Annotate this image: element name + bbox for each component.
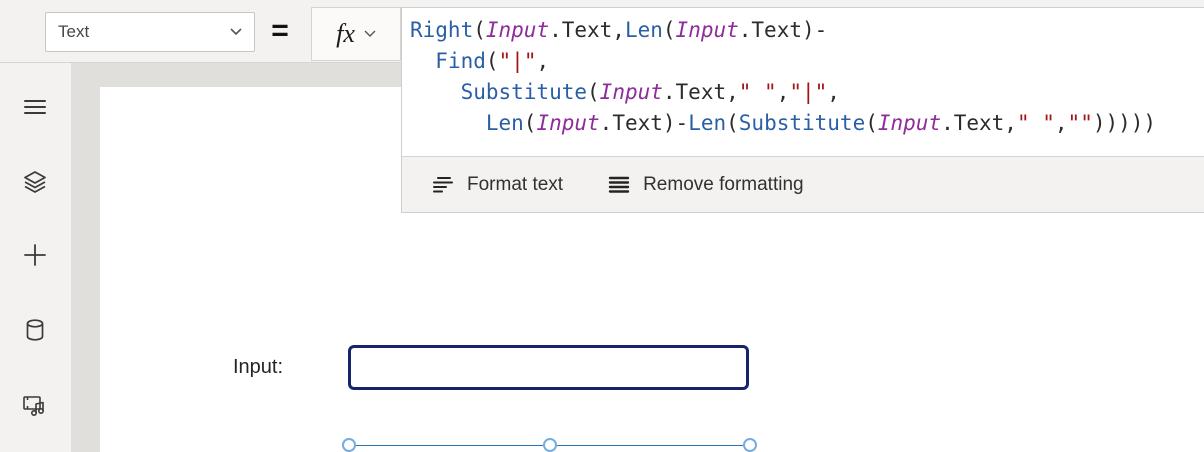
fx-dropdown-button[interactable]: fx [311,7,401,61]
input-caption-label[interactable]: Input: [233,356,284,378]
remove-formatting-icon [608,176,630,193]
menu-icon[interactable] [21,93,49,121]
text-input-control[interactable] [348,345,749,390]
tree-view-icon[interactable] [21,168,49,196]
remove-formatting-button[interactable]: Remove formatting [607,173,804,197]
fx-icon: fx [336,19,355,48]
selected-label-control[interactable] [342,438,757,452]
remove-formatting-label: Remove formatting [643,173,804,195]
chevron-down-icon [230,28,242,36]
format-text-icon [433,176,453,192]
property-selector-value: Text [58,22,90,41]
data-icon[interactable] [21,316,49,344]
formula-bar-panel: Right(Input.Text,Len(Input.Text)- Find("… [401,7,1204,213]
left-navigation-rail [0,63,71,452]
equals-sign: = [271,14,289,47]
resize-handle-top-middle[interactable] [542,438,557,452]
format-text-button[interactable]: Format text [431,173,563,197]
resize-handle-top-right[interactable] [743,438,757,452]
chevron-down-icon [364,30,376,37]
resize-handle-top-left[interactable] [342,438,356,452]
formula-actions-row: Format text Remove formatting [402,156,1204,212]
property-selector-dropdown[interactable]: Text [45,12,255,52]
media-icon[interactable] [21,391,49,419]
format-text-label: Format text [467,173,564,195]
formula-code[interactable]: Right(Input.Text,Len(Input.Text)- Find("… [410,18,1157,135]
insert-icon[interactable] [21,241,49,269]
